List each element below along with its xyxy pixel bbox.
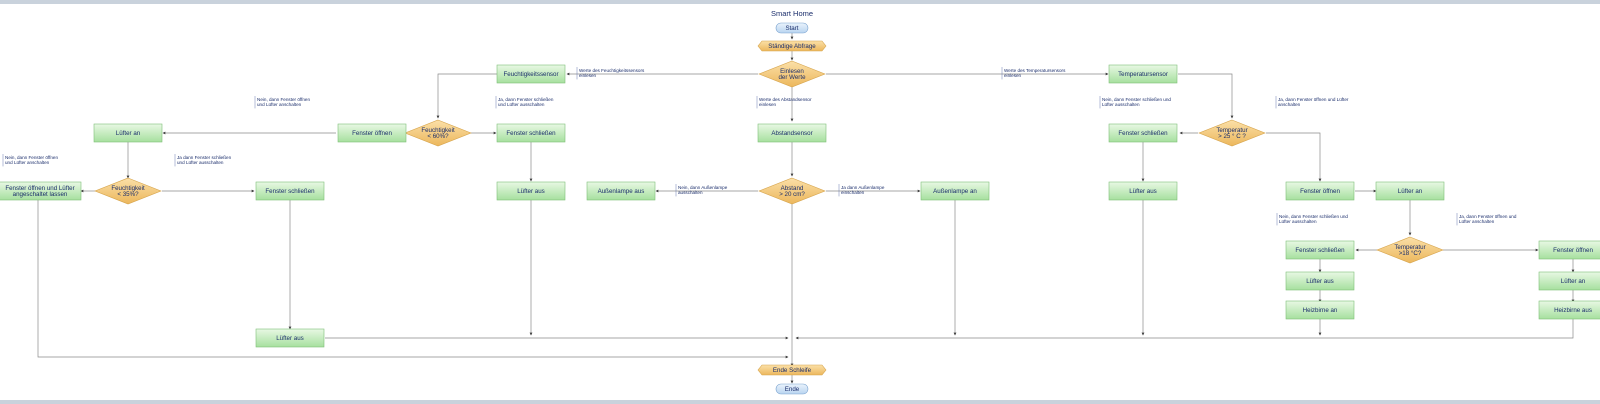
loop-start-label: Ständige Abfrage — [768, 43, 816, 50]
window-close-temp-node: Fenster schließen — [1108, 123, 1178, 143]
humidity-sensor-label: Feuchtigkeitssensor — [503, 71, 558, 78]
heater-off-label: Heizbirne aus — [1554, 307, 1592, 314]
fan-off-temp-node: Lüfter aus — [1108, 181, 1178, 201]
window-open-18-node: Fenster öffnen — [1538, 240, 1600, 260]
heater-on-node: Heizbirne an — [1285, 300, 1355, 320]
window-close-18-label: Fenster schließen — [1295, 247, 1345, 254]
end-node: Ende — [775, 383, 809, 395]
distance-sensor-label: Abstandsensor — [771, 130, 812, 137]
loop-start-node: Ständige Abfrage — [757, 40, 827, 52]
fan-off-temp-label: Lüfter aus — [1129, 188, 1157, 195]
window-close-temp-label: Fenster schließen — [1118, 130, 1168, 137]
window-close-left-node: Fenster schließen — [496, 123, 566, 143]
temp-18-label: Temperatur>18 °C? — [1394, 244, 1425, 257]
humidity-35-node: Feuchtigkeit< 35%? — [94, 177, 162, 205]
outdoor-lamp-on-label: Außenlampe an — [933, 188, 977, 195]
fan-off-35-node: Lüfter aus — [255, 328, 325, 348]
heater-on-label: Heizbirne an — [1303, 307, 1338, 314]
window-close-left-label: Fenster schließen — [506, 130, 556, 137]
temp-25-label: Temperatur> 25 ° C ? — [1216, 127, 1247, 140]
diagram-title: Smart Home — [771, 9, 813, 18]
window-open-left-node: Fenster öffnen — [337, 123, 407, 143]
fan-on-18-node: Lüfter an — [1538, 271, 1600, 291]
outdoor-lamp-on-node: Außenlampe an — [920, 181, 990, 201]
bottom-bar — [0, 400, 1600, 404]
window-close-18-node: Fenster schließen — [1285, 240, 1355, 260]
top-bar — [0, 0, 1600, 4]
window-close-35-label: Fenster schließen — [265, 188, 315, 195]
fan-on-18-label: Lüfter an — [1561, 278, 1586, 285]
start-node: Start — [775, 22, 809, 34]
outdoor-lamp-off-label: Außenlampe aus — [598, 188, 645, 195]
fan-on-temp-node: Lüfter an — [1375, 181, 1445, 201]
humidity-60-node: Feuchtigkeit< 60%? — [404, 119, 472, 147]
connectors — [37, 33, 1575, 384]
fan-off-18-label: Lüfter aus — [1306, 278, 1334, 285]
fan-on-left-label: Lüfter an — [116, 130, 141, 137]
humidity-sensor-node: Feuchtigkeitssensor — [496, 64, 566, 84]
temperature-sensor-node: Temperatursensor — [1108, 64, 1178, 84]
start-label: Start — [785, 25, 798, 32]
temp-18-node: Temperatur>18 °C? — [1376, 236, 1444, 264]
distance-decision-label: Abstand> 20 cm? — [779, 185, 805, 198]
fan-on-temp-label: Lüfter an — [1398, 188, 1423, 195]
humidity-60-label: Feuchtigkeit< 60%? — [421, 127, 455, 140]
fan-off-18-node: Lüfter aus — [1285, 271, 1355, 291]
humidity-35-label: Feuchtigkeit< 35%? — [111, 185, 145, 198]
fan-on-left-node: Lüfter an — [93, 123, 163, 143]
distance-sensor-node: Abstandsensor — [757, 123, 827, 143]
distance-decision-node: Abstand> 20 cm? — [758, 177, 826, 205]
window-open-temp-node: Fenster öffnen — [1285, 181, 1355, 201]
window-close-35-node: Fenster schließen — [255, 181, 325, 201]
fan-off-35-label: Lüfter aus — [276, 335, 304, 342]
window-open-left-label: Fenster öffnen — [352, 130, 392, 137]
temperature-sensor-label: Temperatursensor — [1118, 71, 1168, 78]
outdoor-lamp-off-node: Außenlampe aus — [586, 181, 656, 201]
fan-off-humidity-node: Lüfter aus — [496, 181, 566, 201]
end-label: Ende — [785, 386, 800, 393]
fan-off-humidity-label: Lüfter aus — [517, 188, 545, 195]
temp-25-node: Temperatur> 25 ° C ? — [1198, 119, 1266, 147]
loop-end-node: Ende Schleife — [757, 364, 827, 376]
heater-off-node: Heizbirne aus — [1538, 300, 1600, 320]
window-open-temp-label: Fenster öffnen — [1300, 188, 1340, 195]
loop-end-label: Ende Schleife — [773, 367, 812, 374]
window-open-18-label: Fenster öffnen — [1553, 247, 1593, 254]
